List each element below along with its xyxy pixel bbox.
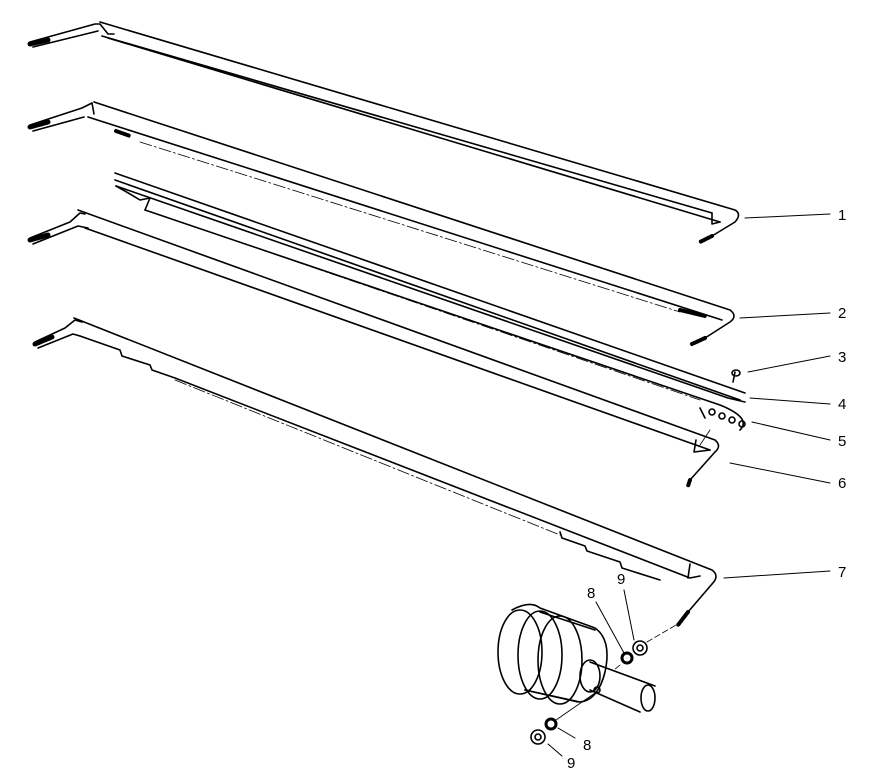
rod-1 <box>27 21 740 244</box>
callout-6: 6 <box>838 475 847 492</box>
hardware <box>530 624 677 745</box>
callout-5: 5 <box>838 433 847 450</box>
leader-lines <box>547 213 831 757</box>
rod-6 <box>27 209 720 488</box>
rod-2 <box>27 101 735 346</box>
callout-9-upper: 9 <box>617 571 626 588</box>
callout-3: 3 <box>838 349 847 366</box>
callout-2: 2 <box>838 305 847 322</box>
callout-9-lower: 9 <box>567 755 576 772</box>
callout-8-lower: 8 <box>583 737 592 754</box>
comb-5 <box>115 185 746 446</box>
callout-4: 4 <box>838 396 847 413</box>
strip-4 <box>114 172 746 403</box>
callout-7: 7 <box>838 564 847 581</box>
rod-7 <box>32 317 717 627</box>
callout-1: 1 <box>838 207 847 224</box>
callout-8-upper: 8 <box>587 585 596 602</box>
roller <box>497 603 656 713</box>
